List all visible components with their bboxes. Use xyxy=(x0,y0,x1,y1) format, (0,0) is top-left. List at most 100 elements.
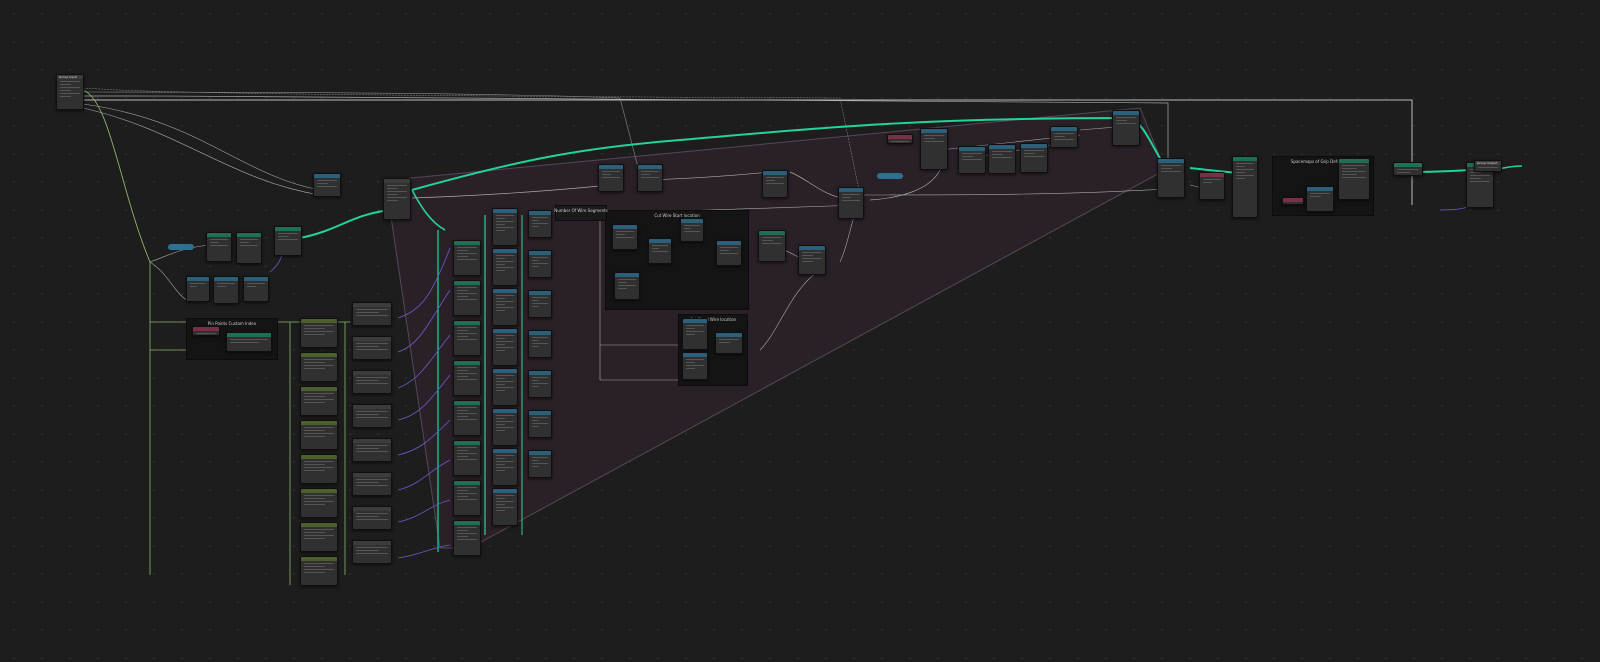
node-n-m11[interactable] xyxy=(1112,110,1140,146)
node-n-b3[interactable] xyxy=(274,226,302,256)
node-math[interactable] xyxy=(528,410,552,438)
node-field-group[interactable] xyxy=(300,386,338,416)
node-header[interactable] xyxy=(638,165,662,169)
node-n-m12[interactable] xyxy=(1157,158,1185,198)
node-header[interactable] xyxy=(529,331,551,335)
node-header[interactable] xyxy=(493,249,517,253)
node-header[interactable] xyxy=(683,319,707,323)
frame[interactable]: Number Of Wire Segments xyxy=(554,205,608,221)
node-math[interactable] xyxy=(492,488,518,526)
node-header[interactable] xyxy=(529,291,551,295)
node-n-b1[interactable] xyxy=(206,232,232,262)
node-header[interactable] xyxy=(301,421,337,425)
node-math[interactable] xyxy=(492,448,518,486)
node-n-set[interactable] xyxy=(758,230,786,262)
node-n-pin2[interactable] xyxy=(226,332,272,352)
node-group-input[interactable]: Group Input xyxy=(56,74,84,110)
node-math[interactable] xyxy=(798,245,826,275)
node-n-out4[interactable] xyxy=(1306,186,1334,212)
node-header[interactable] xyxy=(353,439,391,443)
node-math[interactable] xyxy=(492,408,518,446)
node-header[interactable] xyxy=(529,251,551,255)
node-header[interactable] xyxy=(353,337,391,341)
node-header[interactable] xyxy=(493,369,517,373)
node-math[interactable] xyxy=(492,328,518,366)
node-n-m10[interactable] xyxy=(1050,126,1078,148)
node-header[interactable] xyxy=(959,147,985,151)
node-group-output[interactable]: Group Output xyxy=(1474,160,1502,172)
node-math[interactable] xyxy=(528,250,552,278)
node-header[interactable] xyxy=(683,353,707,357)
node-header[interactable] xyxy=(493,329,517,333)
node-vector[interactable] xyxy=(352,302,392,326)
node-geometry[interactable] xyxy=(453,400,481,436)
node-math[interactable] xyxy=(528,210,552,238)
node-header[interactable] xyxy=(384,179,410,183)
node-n-out1[interactable] xyxy=(1199,172,1225,200)
node-n-b2[interactable] xyxy=(236,232,262,264)
node-header[interactable] xyxy=(301,523,337,527)
node-geometry[interactable] xyxy=(453,240,481,276)
node-math[interactable] xyxy=(612,224,638,250)
node-vector[interactable] xyxy=(352,370,392,394)
node-header[interactable] xyxy=(244,277,268,281)
node-n-out3[interactable] xyxy=(1282,197,1304,205)
node-header[interactable] xyxy=(193,327,219,331)
node-header[interactable] xyxy=(353,473,391,477)
node-header[interactable] xyxy=(353,371,391,375)
node-geometry[interactable] xyxy=(453,360,481,396)
node-header[interactable] xyxy=(1233,157,1257,161)
node-math[interactable] xyxy=(528,290,552,318)
node-n-out5[interactable] xyxy=(1338,158,1370,200)
node-n-m3[interactable] xyxy=(762,170,788,198)
node-field-group[interactable] xyxy=(300,488,338,518)
node-header[interactable] xyxy=(353,541,391,545)
node-n-c3[interactable] xyxy=(243,276,269,302)
node-math[interactable] xyxy=(492,368,518,406)
node-n-m5[interactable] xyxy=(920,128,948,170)
node-header[interactable] xyxy=(921,129,947,133)
node-n-join[interactable] xyxy=(383,178,411,220)
node-n-m1[interactable] xyxy=(598,164,624,192)
node-n-a1[interactable] xyxy=(313,173,341,197)
node-header[interactable] xyxy=(1158,159,1184,163)
node-n-c1[interactable] xyxy=(186,276,210,302)
node-math[interactable] xyxy=(528,330,552,358)
node-header[interactable] xyxy=(1200,173,1224,177)
node-header[interactable] xyxy=(301,353,337,357)
node-field-group[interactable] xyxy=(300,556,338,586)
node-header[interactable] xyxy=(454,361,480,365)
node-math[interactable] xyxy=(492,248,518,286)
node-header[interactable] xyxy=(1113,111,1139,115)
node-header[interactable] xyxy=(615,273,639,277)
node-header[interactable] xyxy=(187,277,209,281)
node-math[interactable] xyxy=(716,240,742,266)
node-header[interactable] xyxy=(493,209,517,213)
node-header[interactable] xyxy=(214,277,238,281)
node-header[interactable] xyxy=(493,489,517,493)
node-header[interactable]: Group Output xyxy=(1475,161,1501,165)
node-header[interactable] xyxy=(301,387,337,391)
node-n-out6[interactable] xyxy=(1393,162,1423,176)
node-header[interactable] xyxy=(454,521,480,525)
node-math[interactable] xyxy=(528,370,552,398)
node-header[interactable] xyxy=(454,481,480,485)
node-header[interactable] xyxy=(454,441,480,445)
node-field-group[interactable] xyxy=(300,318,338,348)
node-vector[interactable] xyxy=(352,336,392,360)
node-math[interactable] xyxy=(682,318,708,350)
node-header[interactable] xyxy=(529,371,551,375)
node-header[interactable] xyxy=(454,241,480,245)
node-header[interactable] xyxy=(454,281,480,285)
node-n-m9[interactable] xyxy=(1020,143,1048,173)
node-vector[interactable] xyxy=(352,438,392,462)
node-n-m4[interactable] xyxy=(838,187,864,219)
node-header[interactable] xyxy=(529,411,551,415)
node-header[interactable] xyxy=(301,557,337,561)
named-attribute-badge[interactable] xyxy=(168,244,194,250)
node-field-group[interactable] xyxy=(300,454,338,484)
node-geometry[interactable] xyxy=(453,440,481,476)
node-vector[interactable] xyxy=(352,404,392,428)
node-header[interactable] xyxy=(353,507,391,511)
